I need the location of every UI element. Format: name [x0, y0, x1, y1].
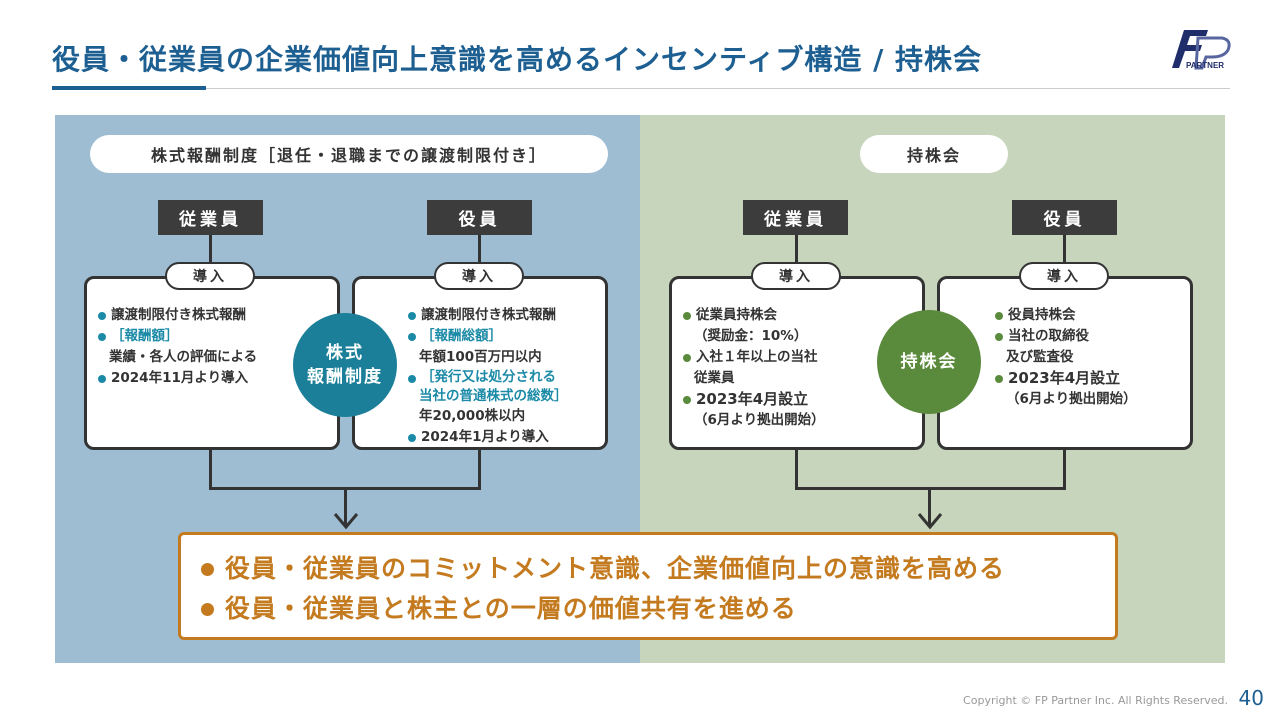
list-item-detail: 年20,000株以内 [419, 408, 526, 424]
stock-compensation-circle: 株式報酬制度 [293, 313, 397, 417]
fp-partner-logo: PARTNER [1172, 30, 1231, 70]
circle-label: 報酬制度 [307, 367, 383, 387]
page-title: 役員・従業員の企業価値向上意識を高めるインセンティブ構造 / 持株会 [52, 43, 983, 76]
list-item-detail: 従業員 [694, 370, 735, 386]
title-underline-accent [52, 86, 206, 90]
left-officer-box: 譲渡制限付き株式報酬 ［報酬総額］ 年額100百万円以内 ［発行又は処分される … [352, 276, 608, 450]
result-item: 役員・従業員のコミットメント意識、企業価値向上の意識を高める [199, 549, 1097, 589]
list-item-detail: 当社の普通株式の総数］ [419, 388, 568, 404]
list-item: ［発行又は処分される [407, 368, 568, 387]
list-item: ［報酬総額］ [407, 326, 568, 347]
result-item: 役員・従業員と株主との一層の価値共有を進める [199, 589, 1097, 629]
title-underline [206, 88, 1230, 89]
list-item-detail: （6月より拠出開始） [1006, 391, 1137, 407]
copyright: Copyright © FP Partner Inc. All Rights R… [963, 694, 1228, 707]
stock-ownership-header: 持株会 [860, 135, 1008, 173]
result-box: 役員・従業員のコミットメント意識、企業価値向上の意識を高める 役員・従業員と株主… [178, 532, 1118, 640]
stock-ownership-circle: 持株会 [877, 310, 981, 414]
stock-compensation-header: 株式報酬制度［退任・退職までの譲渡制限付き］ [90, 135, 608, 173]
left-officer-intro-tab: 導入 [434, 262, 524, 290]
list-item: 従業員持株会 [682, 305, 825, 326]
right-officer-intro-tab: 導入 [1019, 262, 1109, 290]
list-item-detail: 年額100百万円以内 [419, 349, 542, 365]
left-employee-tag: 従業員 [158, 200, 263, 235]
left-employee-intro-tab: 導入 [165, 262, 255, 290]
list-item-detail: （奨励金：10%） [694, 328, 808, 344]
list-item-detail: 業績・各人の評価による [109, 349, 258, 365]
list-item: 2023年4月設立 [994, 368, 1137, 389]
circle-label: 持株会 [900, 352, 958, 372]
list-item: 当社の取締役 [994, 326, 1137, 347]
list-item-detail: （6月より拠出開始） [694, 412, 825, 428]
list-item: 譲渡制限付き株式報酬 [97, 305, 257, 326]
left-officer-tag: 役員 [427, 200, 532, 235]
list-item: 役員持株会 [994, 305, 1137, 326]
list-item: 2023年4月設立 [682, 389, 825, 410]
arrow-down-icon [333, 513, 359, 530]
list-item: 譲渡制限付き株式報酬 [407, 305, 568, 326]
right-officer-tag: 役員 [1012, 200, 1117, 235]
right-employee-intro-tab: 導入 [751, 262, 841, 290]
list-item: 2024年11月より導入 [97, 368, 257, 389]
circle-label: 株式 [326, 343, 364, 363]
list-item: 入社１年以上の当社 [682, 347, 825, 368]
svg-text:PARTNER: PARTNER [1186, 61, 1224, 70]
right-employee-tag: 従業員 [743, 200, 848, 235]
list-item-detail: 及び監査役 [1006, 349, 1074, 365]
arrow-down-icon [917, 513, 943, 530]
list-item: 2024年1月より導入 [407, 427, 568, 448]
page-number: 40 [1238, 686, 1264, 710]
list-item: ［報酬額］ [97, 326, 257, 347]
